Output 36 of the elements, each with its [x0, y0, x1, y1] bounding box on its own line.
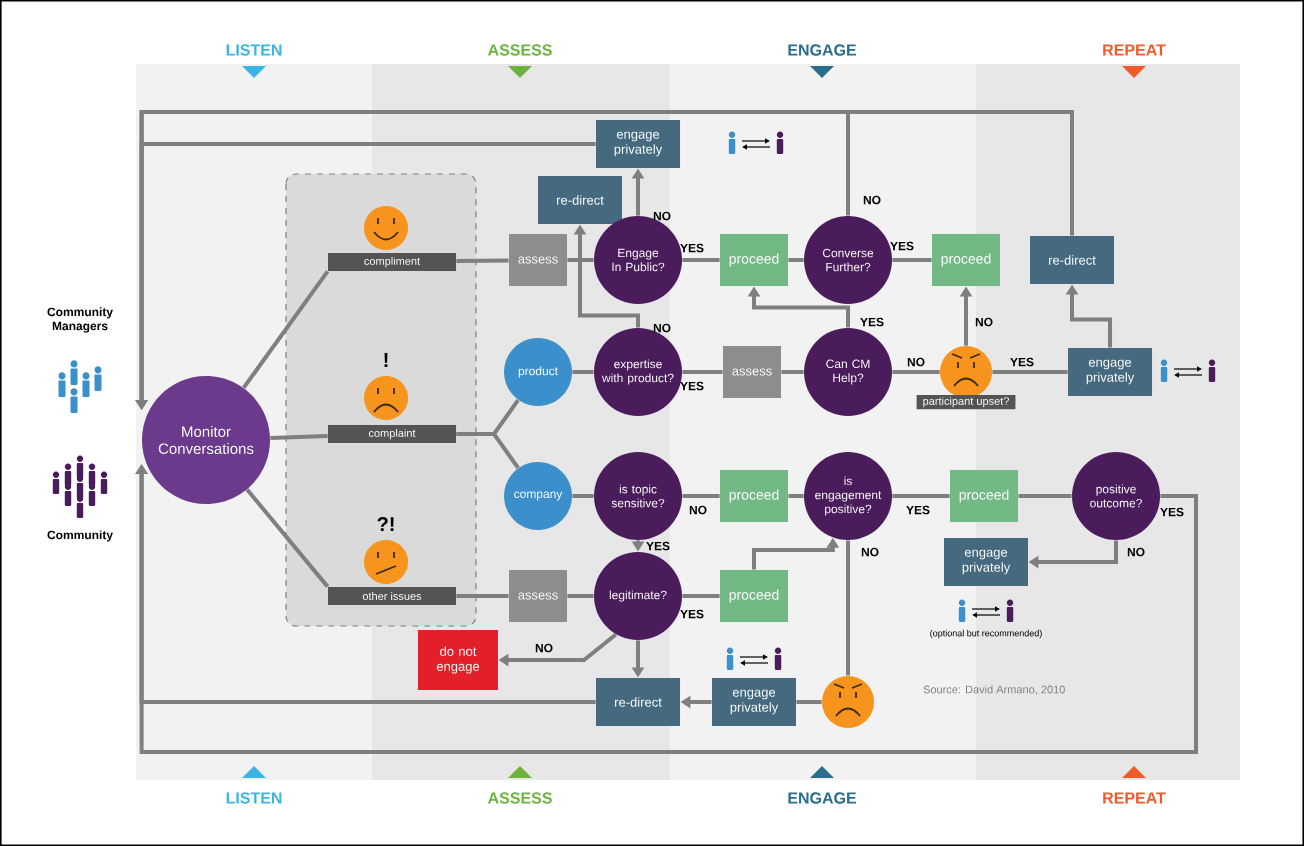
connector: [567, 258, 594, 262]
connector: [456, 594, 509, 598]
connector: [270, 434, 328, 440]
connector: [572, 494, 594, 498]
connector: [846, 540, 850, 676]
connector: [892, 370, 940, 374]
phase-label: LISTEN: [226, 792, 282, 804]
phase-label: LISTEN: [226, 44, 282, 56]
phase-label: REPEAT: [1103, 44, 1166, 56]
connector: [682, 494, 720, 498]
upset-face: [940, 346, 992, 398]
connector: [992, 370, 1068, 374]
connector: [242, 270, 330, 389]
connector: [788, 494, 804, 498]
connector: [572, 370, 594, 374]
phase-label: ENGAGE: [788, 44, 857, 56]
connector: [456, 258, 509, 264]
phase-label: ENGAGE: [788, 792, 857, 804]
connector: [892, 258, 932, 262]
connector: [682, 258, 720, 262]
punctuation-mark: !: [384, 353, 388, 367]
phase-label: ASSESS: [487, 44, 552, 56]
connector: [245, 488, 330, 588]
connector: [1018, 494, 1072, 498]
connector: [796, 700, 822, 704]
connector: [567, 594, 594, 598]
phase-label: REPEAT: [1103, 792, 1166, 804]
connector: [892, 494, 950, 498]
phase-label: ASSESS: [487, 792, 552, 804]
connector: [456, 432, 520, 470]
connector: [781, 370, 804, 374]
punctuation-mark: ?!: [377, 517, 394, 531]
upset-face: [822, 676, 874, 728]
connector: [682, 594, 720, 598]
connector: [682, 370, 723, 374]
connector: [788, 258, 804, 262]
